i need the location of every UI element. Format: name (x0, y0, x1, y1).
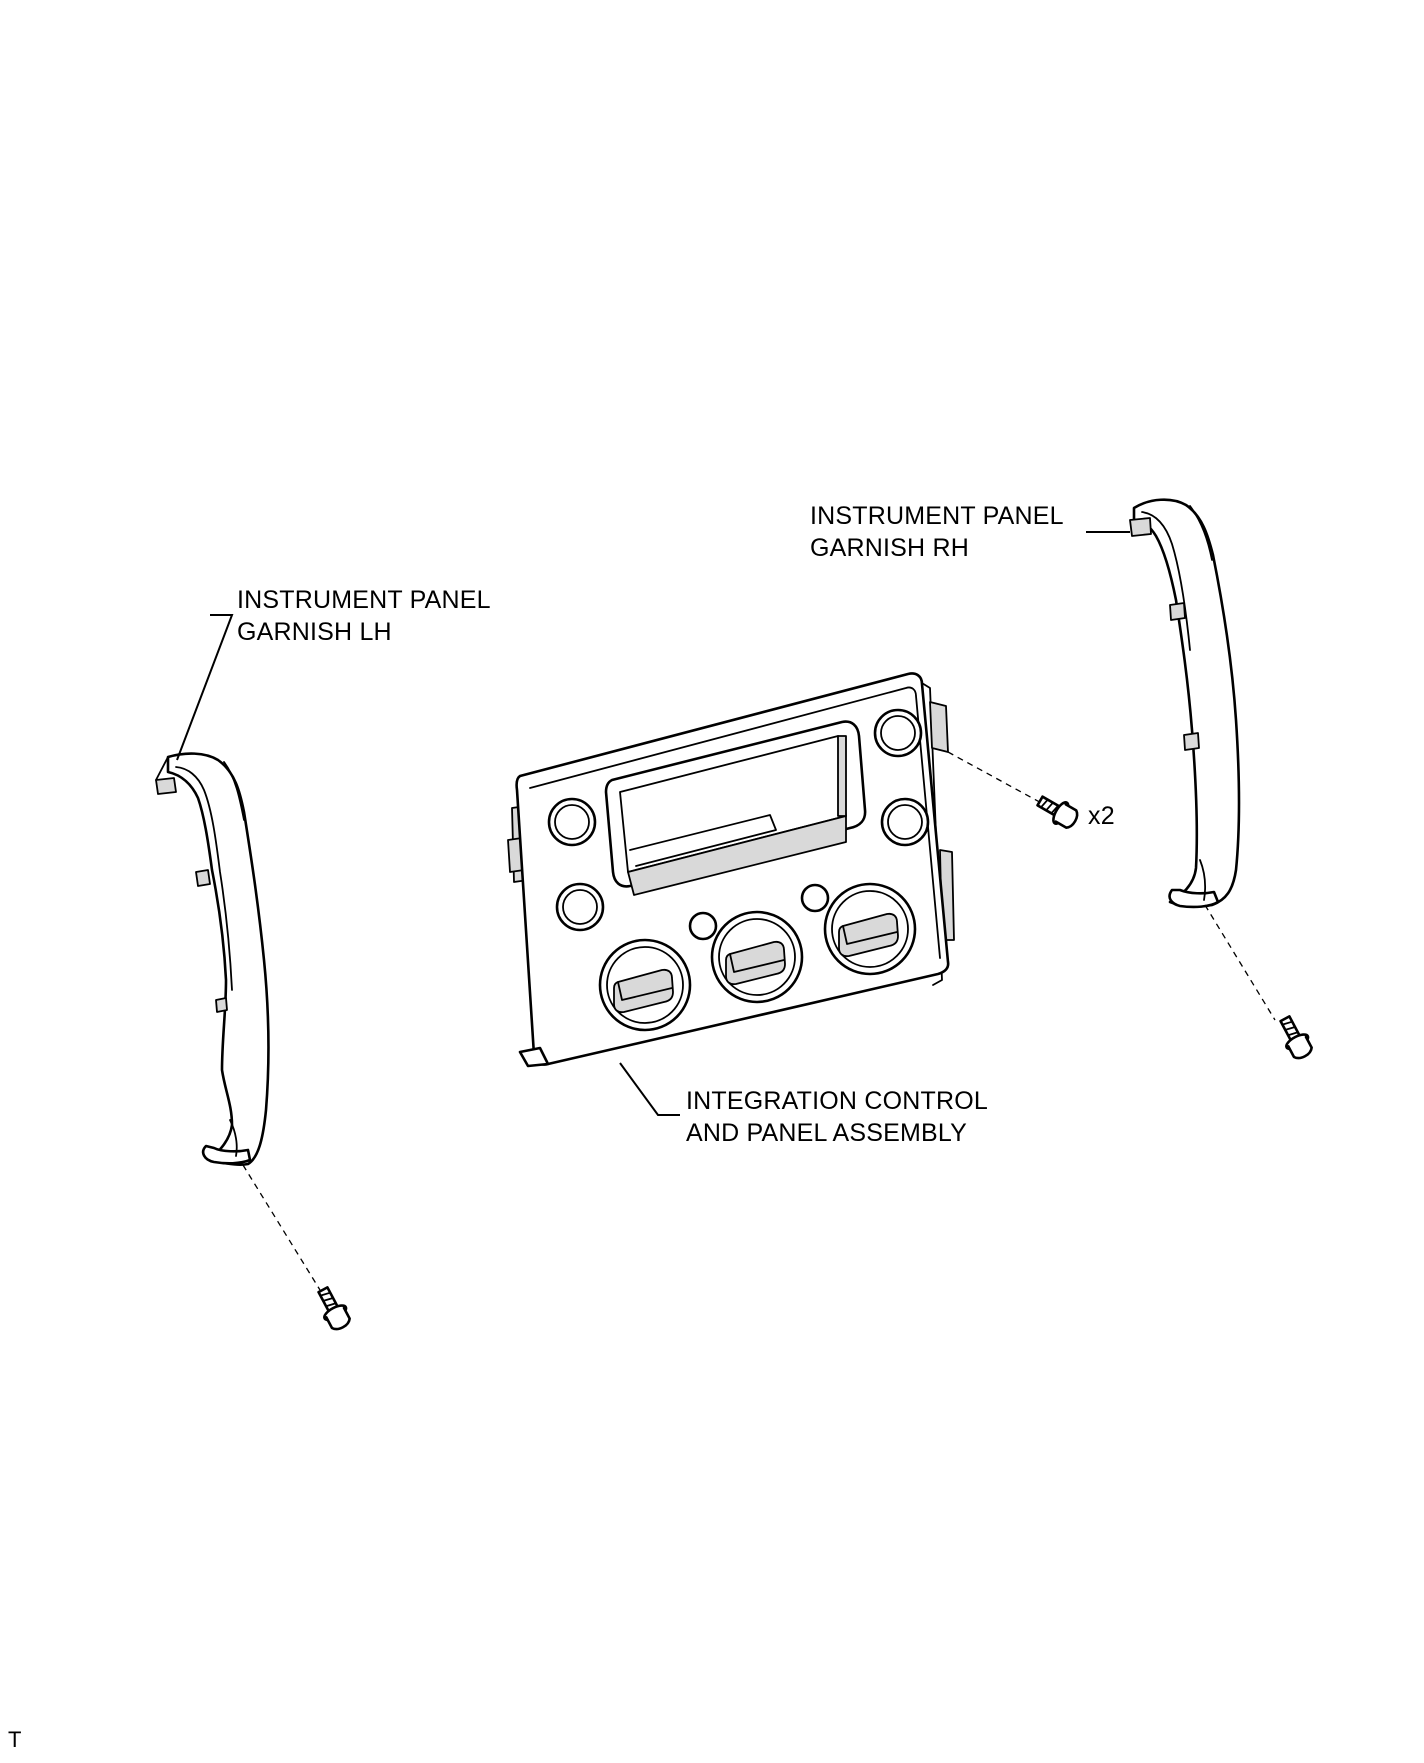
label-control-panel: INTEGRATION CONTROL AND PANEL ASSEMBLY (686, 1085, 988, 1149)
leader-garnish-lh (176, 614, 234, 761)
screw-path-rh (1204, 904, 1276, 1021)
label-control-panel-line1: INTEGRATION CONTROL (686, 1087, 988, 1115)
garnish-rh-part (1129, 498, 1241, 909)
garnish-lh-part (155, 752, 270, 1166)
control-panel-part (507, 672, 955, 1068)
label-garnish-rh-line2: GARNISH RH (810, 534, 969, 562)
label-garnish-rh: INSTRUMENT PANEL GARNISH RH (810, 500, 1064, 564)
label-garnish-lh: INSTRUMENT PANEL GARNISH LH (237, 584, 491, 648)
label-screw-quantity: x2 (1088, 802, 1115, 830)
leader-control-panel (619, 1062, 680, 1116)
screw-path-panel (947, 751, 1046, 806)
screw-rh (1279, 1015, 1313, 1060)
label-control-panel-line2: AND PANEL ASSEMBLY (686, 1119, 968, 1147)
corner-mark: T (8, 1727, 22, 1752)
screw-path-lh (242, 1164, 321, 1291)
screw-panel (1036, 795, 1079, 829)
label-garnish-lh-line2: GARNISH LH (237, 618, 392, 646)
label-garnish-rh-line1: INSTRUMENT PANEL (810, 502, 1064, 530)
label-garnish-lh-line1: INSTRUMENT PANEL (237, 586, 491, 614)
screw-lh (317, 1286, 351, 1331)
